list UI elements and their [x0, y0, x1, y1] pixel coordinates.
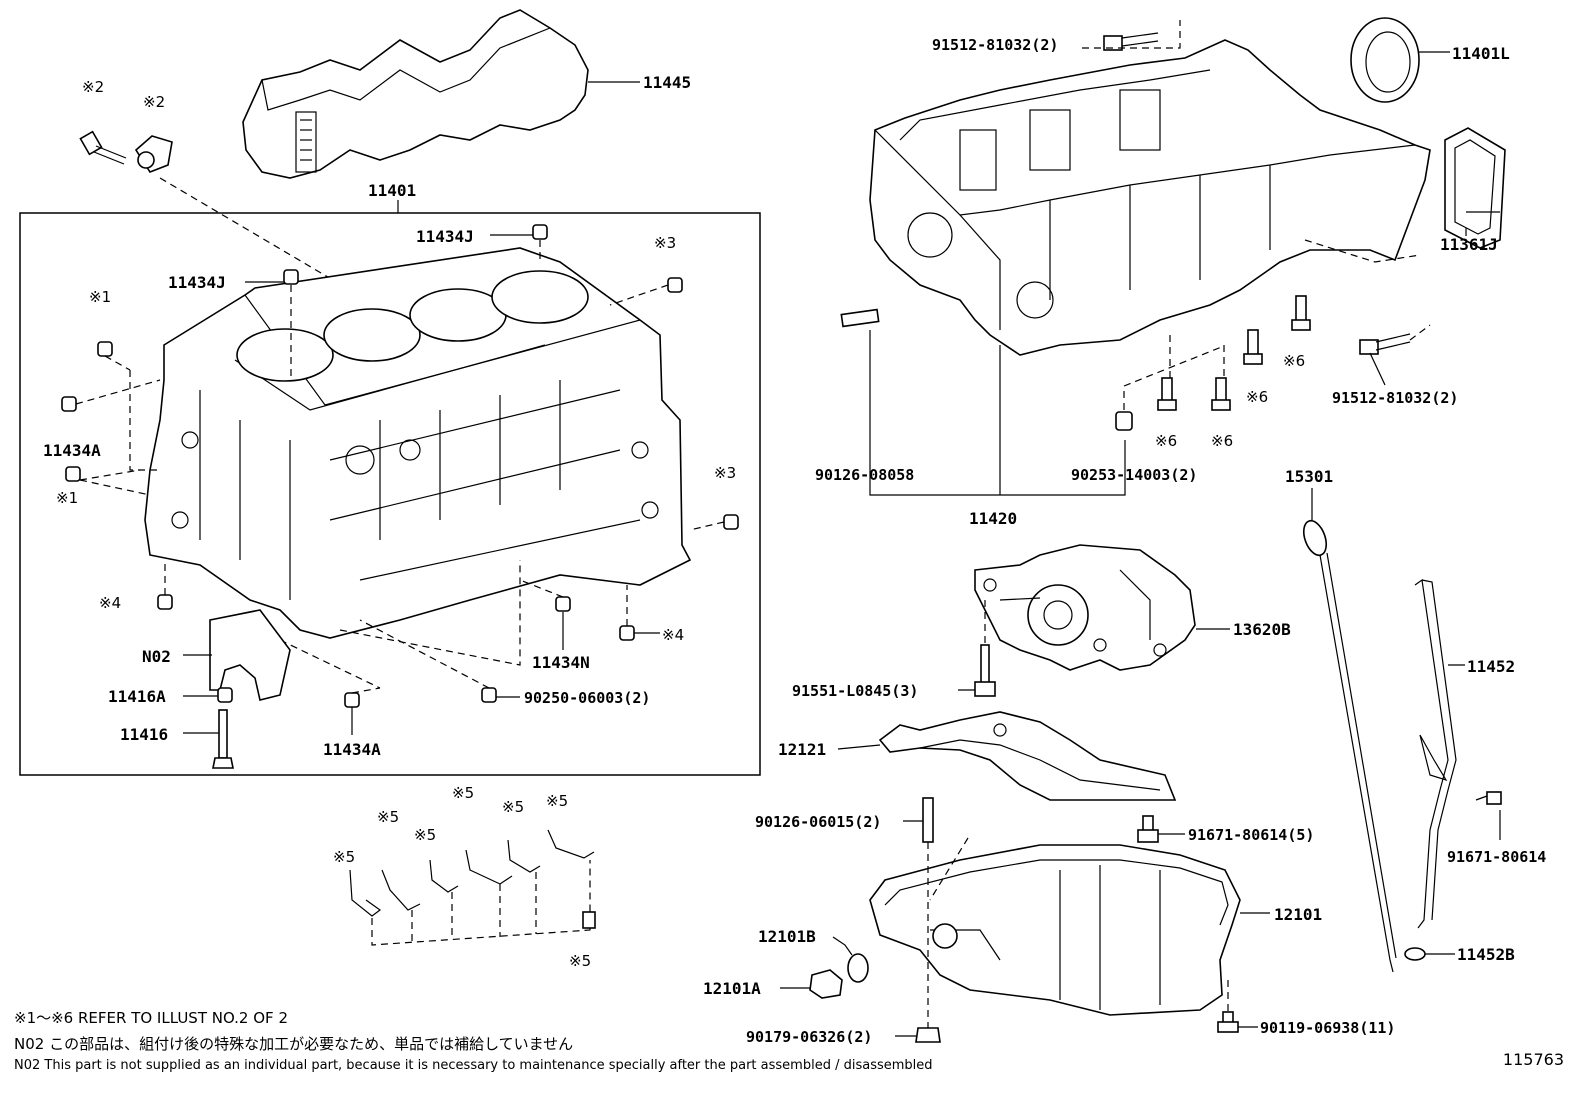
bearing-cap — [209, 609, 291, 703]
mark-6-d: ※6 — [1211, 432, 1233, 450]
label-91512-81032-top: 91512-81032(2) — [932, 36, 1058, 54]
label-11434A-bottom: 11434A — [323, 740, 381, 759]
label-12101A: 12101A — [703, 979, 761, 998]
refer-note: ※1～※6 REFER TO ILLUST NO.2 OF 2 — [14, 1009, 288, 1027]
mark-5-f: ※5 — [546, 792, 568, 810]
mark-1-lower: ※1 — [56, 489, 78, 507]
label-11401L: 11401L — [1452, 44, 1510, 63]
label-11401: 11401 — [368, 181, 416, 200]
label-91551-L0845: 91551-L0845(3) — [792, 682, 918, 700]
stiffening-crankcase — [869, 39, 1431, 356]
mark-2-sensor: ※2 — [143, 93, 165, 111]
oil-pump-assembly — [974, 544, 1196, 671]
label-11445: 11445 — [643, 73, 691, 92]
label-11416A: 11416A — [108, 687, 166, 706]
label-12101: 12101 — [1274, 905, 1322, 924]
mark-5-d: ※5 — [452, 784, 474, 802]
crankshaft-rear-oil-seal — [1350, 17, 1420, 103]
label-12121: 12121 — [778, 740, 826, 759]
dowel-pins — [61, 224, 739, 708]
label-91671-80614: 91671-80614 — [1447, 848, 1546, 866]
mark-4-right: ※4 — [662, 626, 684, 644]
block-assembly-frame — [19, 212, 761, 776]
oil-pan-bolt — [1137, 815, 1159, 843]
label-12101B: 12101B — [758, 927, 816, 946]
upper-pan-bolts — [840, 32, 1411, 431]
mark-3-upper: ※3 — [654, 234, 676, 252]
dowel-leader-lines — [75, 240, 725, 694]
oil-baffle-plate — [878, 711, 1177, 801]
oil-pump-bolt — [974, 644, 996, 697]
oil-pan-nut — [915, 1027, 941, 1043]
label-91512-81032-bottom: 91512-81032(2) — [1332, 389, 1458, 407]
knock-sensor — [134, 135, 173, 173]
oil-pan-drain-plug — [809, 969, 843, 999]
mark-5-a: ※5 — [333, 848, 355, 866]
label-11434N: 11434N — [532, 653, 590, 672]
illustration-code: 115763 — [1502, 1050, 1564, 1069]
mark-5-b: ※5 — [377, 808, 399, 826]
oil-level-gauge — [1302, 519, 1397, 973]
label-90119-06938: 90119-06938(11) — [1260, 1019, 1395, 1037]
oil-jets — [349, 829, 596, 946]
label-11434J-lower: 11434J — [168, 273, 226, 292]
cylinder-block-insulator — [242, 9, 589, 179]
oil-level-gauge-guide-o-ring — [1404, 947, 1426, 961]
oil-pan-stud — [922, 797, 934, 843]
mark-6-c: ※6 — [1155, 432, 1177, 450]
label-90250-06003: 90250-06003(2) — [524, 689, 650, 707]
label-90179-06326: 90179-06326(2) — [746, 1028, 872, 1046]
label-11434A-left: 11434A — [43, 441, 101, 460]
oil-pan-flange-bolt — [1217, 1011, 1239, 1033]
label-11420: 11420 — [969, 509, 1017, 528]
mark-5-e: ※5 — [502, 798, 524, 816]
label-90126-08058: 90126-08058 — [815, 466, 914, 484]
oil-pan — [869, 844, 1241, 1016]
label-13620B: 13620B — [1233, 620, 1291, 639]
cylinder-block — [144, 247, 692, 639]
label-90253-14003: 90253-14003(2) — [1071, 466, 1197, 484]
label-11434J-upper: 11434J — [416, 227, 474, 246]
mark-5-g: ※5 — [569, 952, 591, 970]
mark-3-lower: ※3 — [714, 464, 736, 482]
label-11452B: 11452B — [1457, 945, 1515, 964]
oil-pump-cover-gasket — [1444, 127, 1506, 249]
knock-sensor-bolt — [79, 130, 127, 165]
mark-5-c: ※5 — [414, 826, 436, 844]
n02-note-japanese: N02 この部品は、組付け後の特殊な加工が必要なため、単品では補給していません — [14, 1035, 574, 1053]
label-15301: 15301 — [1285, 467, 1333, 486]
n02-note-english: N02 This part is not supplied as an indi… — [14, 1058, 933, 1073]
label-N02: N02 — [142, 647, 171, 666]
bearing-cap-bolt — [212, 709, 234, 769]
mark-4-left: ※4 — [99, 594, 121, 612]
label-90126-06015: 90126-06015(2) — [755, 813, 881, 831]
label-11416: 11416 — [120, 725, 168, 744]
mark-1-upper: ※1 — [89, 288, 111, 306]
label-11452: 11452 — [1467, 657, 1515, 676]
oil-level-gauge-guide — [1414, 578, 1502, 929]
mark-2-bolt: ※2 — [82, 78, 104, 96]
mark-6-a: ※6 — [1283, 352, 1305, 370]
label-11361J: 11361J — [1440, 235, 1498, 254]
mark-6-b: ※6 — [1246, 388, 1268, 406]
label-91671-80614-5: 91671-80614(5) — [1188, 826, 1314, 844]
drain-plug-gasket — [847, 953, 869, 983]
